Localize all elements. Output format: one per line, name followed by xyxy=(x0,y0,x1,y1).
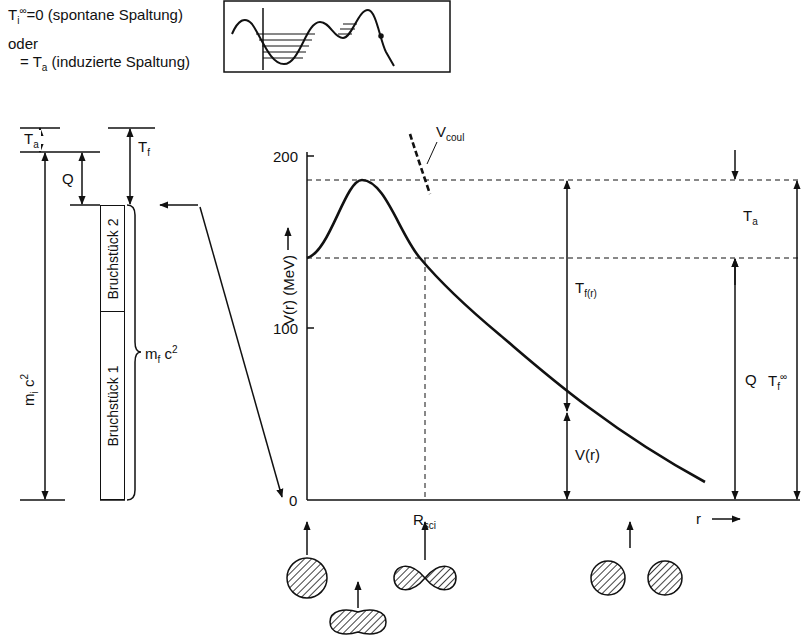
text-label: 100 xyxy=(273,321,298,336)
fragment-box: Bruchstück 1 xyxy=(100,311,125,500)
text-label: 200 xyxy=(273,149,298,164)
text-label: Vcoul xyxy=(436,124,464,143)
text-label: mf c2 xyxy=(145,345,178,365)
text-label: Tf(r) xyxy=(575,280,597,299)
fragment-box: Bruchstück 2 xyxy=(100,205,125,312)
text-label: Tf xyxy=(138,139,150,158)
text-label: Ta xyxy=(743,208,758,227)
fragment-label: Bruchstück 2 xyxy=(105,218,121,299)
text-label: oder xyxy=(8,36,38,51)
text-label: Ta xyxy=(22,130,41,151)
text-label: V(r) xyxy=(575,447,600,462)
text-label: Rsci xyxy=(413,512,436,531)
text-label: Ti∞=0 (spontane Spaltung) xyxy=(8,6,183,26)
axis-label: mi c2 xyxy=(20,374,40,406)
text-label: 0 xyxy=(289,493,297,508)
text-label: Tf∞ xyxy=(768,372,787,392)
axis-label: V(r) (MeV) xyxy=(281,255,296,325)
text-label: = Ta (induzierte Spaltung) xyxy=(20,54,190,73)
text-label: Q xyxy=(62,171,74,186)
fragment-label: Bruchstück 1 xyxy=(105,365,121,446)
text-label: r xyxy=(696,511,701,526)
text-label: Q xyxy=(745,372,757,387)
